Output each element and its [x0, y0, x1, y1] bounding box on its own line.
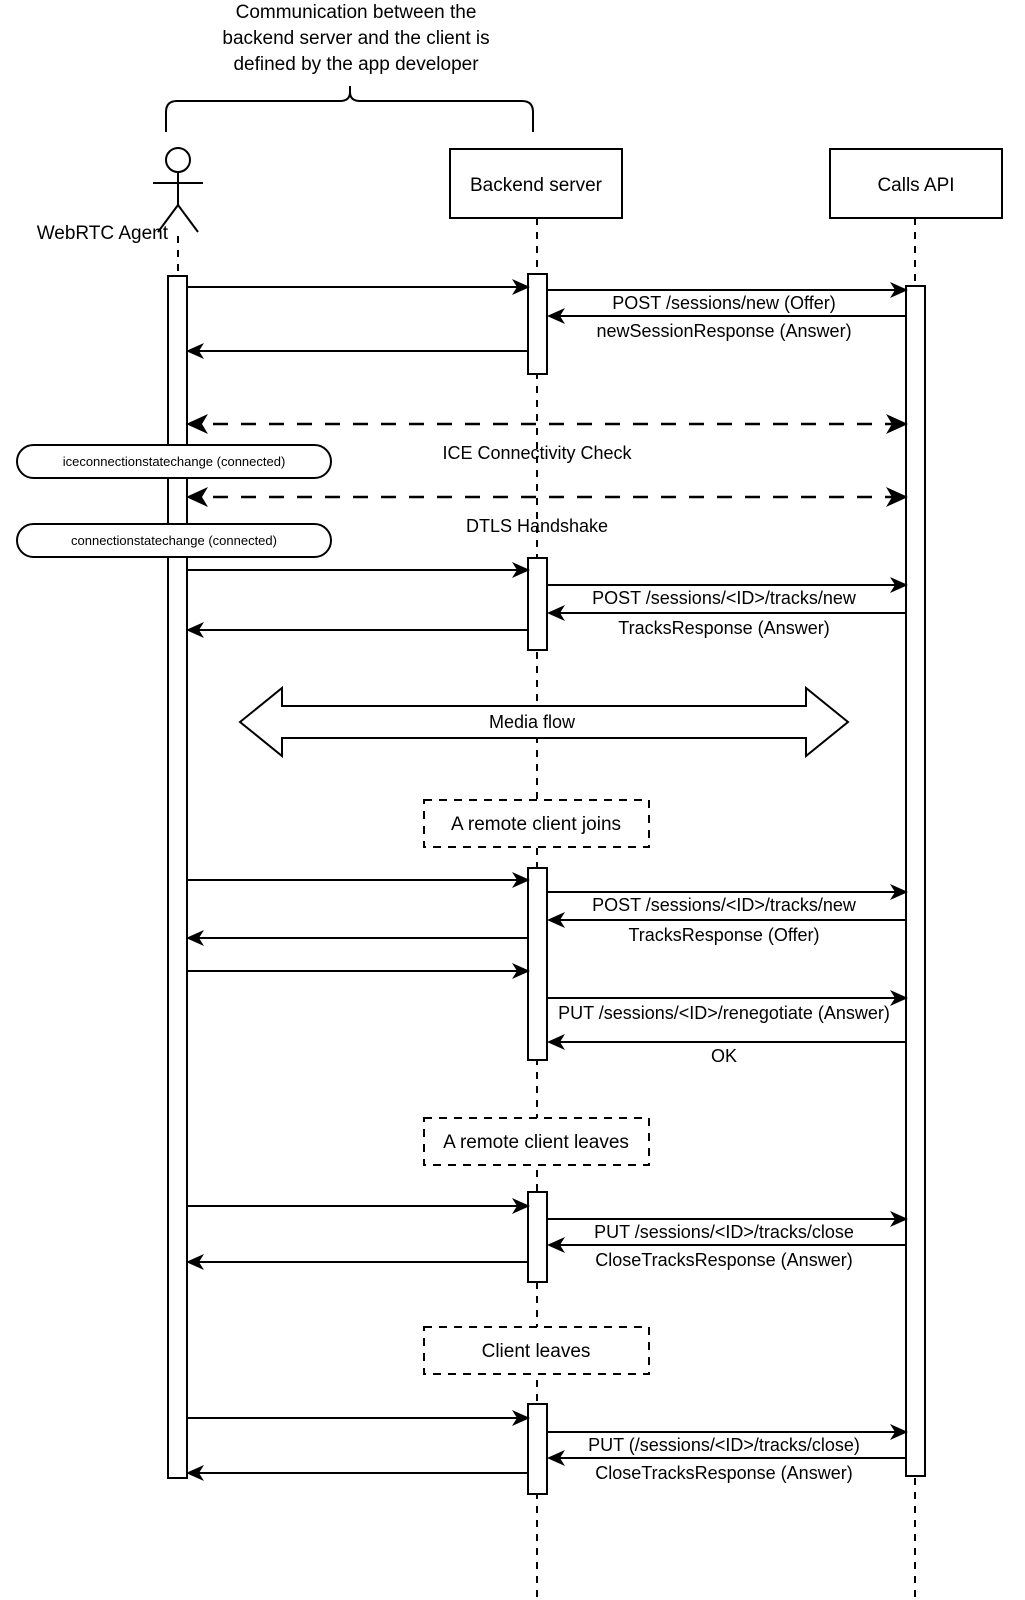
fragment-label-remote-join: A remote client joins [451, 814, 621, 835]
message-m2: POST /sessions/new (Offer) [547, 282, 908, 313]
note-conn: connectionstatechange (connected) [16, 523, 332, 558]
message-m4 [186, 343, 528, 359]
note-pill-ice [16, 444, 332, 479]
message-m12 [187, 872, 530, 888]
message-m17: PUT /sessions/<ID>/renegotiate (Answer) [547, 990, 908, 1023]
title-note-line-2: backend server and the client is [222, 28, 489, 49]
participant-label-calls: Calls API [877, 175, 954, 196]
participant-agent[interactable]: WebRTC Agent [37, 147, 203, 278]
message-m16 [187, 963, 530, 979]
frag-remote-leave: A remote client leaves [423, 1117, 650, 1166]
fragment-box-client-leave [423, 1326, 650, 1375]
message-label-m9: TracksResponse (Answer) [618, 618, 829, 638]
message-m18: OK [547, 1034, 906, 1066]
note-label-ice: iceconnectionstatechange (connected) [63, 454, 286, 469]
fragment-label-client-leave: Client leaves [482, 1341, 591, 1362]
fragment-box-remote-join [423, 799, 650, 848]
note-ice: iceconnectionstatechange (connected) [16, 444, 332, 479]
actor-leg-right-icon [177, 204, 199, 233]
title-note-line-3: defined by the app developer [233, 54, 479, 75]
message-label-m8: POST /sessions/<ID>/tracks/new [592, 588, 857, 608]
frag-remote-join: A remote client joins [423, 799, 650, 848]
fragment-label-remote-leave: A remote client leaves [443, 1132, 629, 1153]
message-m20: PUT /sessions/<ID>/tracks/close [547, 1211, 908, 1242]
media-flow-block-arrow [238, 685, 850, 759]
participant-label-agent: WebRTC Agent [37, 223, 169, 244]
message-m24: PUT (/sessions/<ID>/tracks/close) [547, 1424, 908, 1455]
message-label-m11: Media flow [489, 712, 576, 732]
actor-head-icon [165, 147, 191, 173]
message-label-m6: DTLS Handshake [466, 516, 608, 536]
fragment-box-remote-leave [423, 1117, 650, 1166]
message-m10 [186, 622, 528, 638]
participant-box-backend[interactable] [449, 148, 623, 219]
participant-box-calls[interactable] [829, 148, 1003, 219]
message-m3: newSessionResponse (Answer) [547, 308, 906, 341]
message-m22 [186, 1254, 528, 1270]
title-note-line-1: Communication between the [236, 2, 477, 23]
note-label-conn: connectionstatechange (connected) [71, 533, 277, 548]
message-m15 [186, 930, 528, 946]
activation-bar-backend-5 [527, 1403, 548, 1495]
message-m8: POST /sessions/<ID>/tracks/new [547, 577, 908, 608]
message-m1 [187, 279, 530, 295]
participant-label-backend: Backend server [470, 175, 603, 196]
message-m6: DTLS Handshake [186, 487, 908, 536]
activation-bar-backend-4 [527, 1191, 548, 1283]
message-label-m25: CloseTracksResponse (Answer) [595, 1463, 852, 1483]
message-label-m5: ICE Connectivity Check [442, 443, 632, 463]
message-label-m13: POST /sessions/<ID>/tracks/new [592, 895, 857, 915]
message-m9: TracksResponse (Answer) [547, 605, 906, 638]
message-label-m20: PUT /sessions/<ID>/tracks/close [594, 1222, 854, 1242]
message-label-m17: PUT /sessions/<ID>/renegotiate (Answer) [558, 1003, 890, 1023]
message-m19 [187, 1198, 530, 1214]
message-m7 [187, 562, 530, 578]
activation-bar-calls [905, 285, 926, 1477]
title-note: Communication between the backend server… [222, 2, 489, 75]
message-label-m2: POST /sessions/new (Offer) [612, 293, 835, 313]
message-m5: ICE Connectivity Check [186, 414, 908, 463]
message-m26 [186, 1465, 528, 1481]
message-label-m3: newSessionResponse (Answer) [596, 321, 851, 341]
message-m21: CloseTracksResponse (Answer) [547, 1237, 906, 1270]
message-m23 [187, 1410, 530, 1426]
participant-backend[interactable]: Backend server [449, 148, 623, 1600]
message-m25: CloseTracksResponse (Answer) [547, 1450, 906, 1483]
activation-bar-backend-3 [527, 867, 548, 1061]
scope-brace [165, 86, 534, 132]
message-label-m14: TracksResponse (Offer) [628, 925, 819, 945]
message-m11: Media flow [238, 685, 850, 759]
message-label-m24: PUT (/sessions/<ID>/tracks/close) [588, 1435, 860, 1455]
message-label-m21: CloseTracksResponse (Answer) [595, 1250, 852, 1270]
activation-bar-backend-1 [527, 273, 548, 375]
actor-leg-left-icon [157, 204, 179, 233]
activation-bar-backend-2 [527, 557, 548, 651]
message-m13: POST /sessions/<ID>/tracks/new [547, 884, 908, 915]
frag-client-leave: Client leaves [423, 1326, 650, 1375]
note-pill-conn [16, 523, 332, 558]
message-m14: TracksResponse (Offer) [547, 912, 906, 945]
message-label-m18: OK [711, 1046, 737, 1066]
activation-bar-agent [167, 275, 188, 1479]
